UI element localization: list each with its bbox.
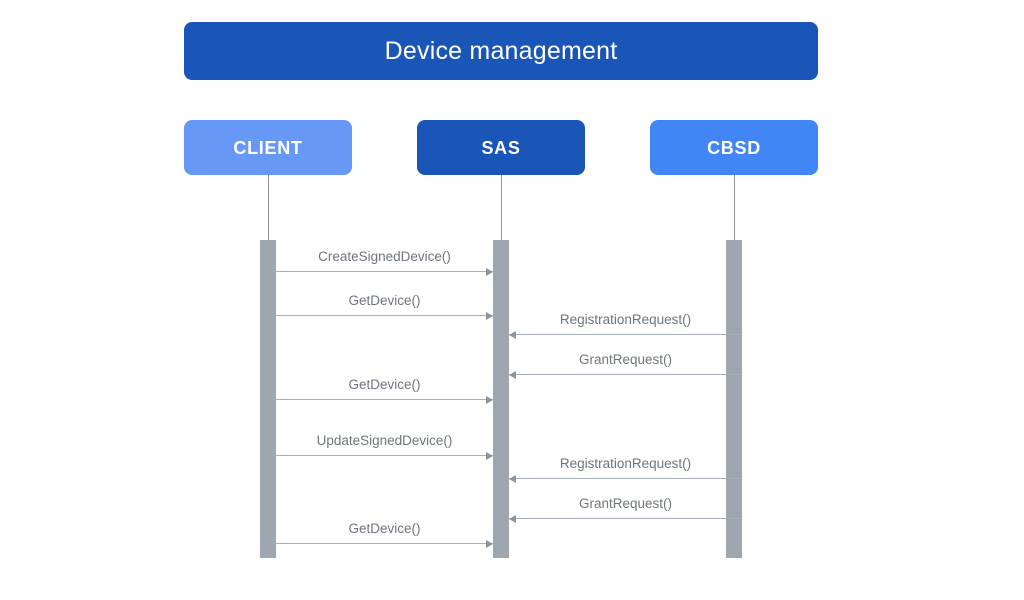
- lifeline-cbsd: [734, 175, 735, 240]
- message-label: GetDevice(): [348, 520, 421, 536]
- message-label: CreateSignedDevice(): [318, 248, 451, 264]
- diagram-title-bar: Device management: [184, 22, 818, 80]
- message-line: [509, 478, 742, 479]
- message-line: [276, 543, 493, 544]
- lifeline-sas: [501, 175, 502, 240]
- message-line: [276, 455, 493, 456]
- message-label: GrantRequest(): [578, 351, 673, 367]
- activation-bar-sas: [493, 240, 509, 558]
- participant-client[interactable]: CLIENT: [184, 120, 352, 175]
- participant-label: CBSD: [707, 137, 761, 158]
- message-client-to-sas: GetDevice(): [276, 370, 493, 404]
- arrow-head-icon: [509, 514, 516, 523]
- message-client-to-sas: CreateSignedDevice(): [276, 242, 493, 276]
- message-line: [276, 315, 493, 316]
- message-client-to-sas: UpdateSignedDevice(): [276, 426, 493, 460]
- message-label: RegistrationRequest(): [559, 455, 692, 471]
- arrow-head-icon: [486, 395, 493, 404]
- participant-label: CLIENT: [233, 137, 303, 158]
- arrow-head-icon: [509, 474, 516, 483]
- message-line: [276, 271, 493, 272]
- message-label: GetDevice(): [348, 292, 421, 308]
- message-line: [509, 518, 742, 519]
- message-cbsd-to-sas: GrantRequest(): [509, 345, 742, 379]
- message-label: UpdateSignedDevice(): [316, 432, 453, 448]
- page-title: Device management: [384, 36, 618, 65]
- participant-label: SAS: [481, 137, 521, 158]
- message-label: GetDevice(): [348, 376, 421, 392]
- message-cbsd-to-sas: GrantRequest(): [509, 489, 742, 523]
- message-client-to-sas: GetDevice(): [276, 514, 493, 548]
- message-line: [509, 334, 742, 335]
- arrow-head-icon: [509, 330, 516, 339]
- arrow-head-icon: [486, 539, 493, 548]
- lifeline-client: [268, 175, 269, 240]
- arrow-head-icon: [486, 451, 493, 460]
- participant-cbsd[interactable]: CBSD: [650, 120, 818, 175]
- arrow-head-icon: [486, 267, 493, 276]
- message-line: [509, 374, 742, 375]
- message-label: GrantRequest(): [578, 495, 673, 511]
- message-client-to-sas: GetDevice(): [276, 286, 493, 320]
- message-label: RegistrationRequest(): [559, 311, 692, 327]
- participant-sas[interactable]: SAS: [417, 120, 585, 175]
- activation-bar-client: [260, 240, 276, 558]
- message-cbsd-to-sas: RegistrationRequest(): [509, 449, 742, 483]
- message-cbsd-to-sas: RegistrationRequest(): [509, 305, 742, 339]
- arrow-head-icon: [509, 370, 516, 379]
- arrow-head-icon: [486, 311, 493, 320]
- message-line: [276, 399, 493, 400]
